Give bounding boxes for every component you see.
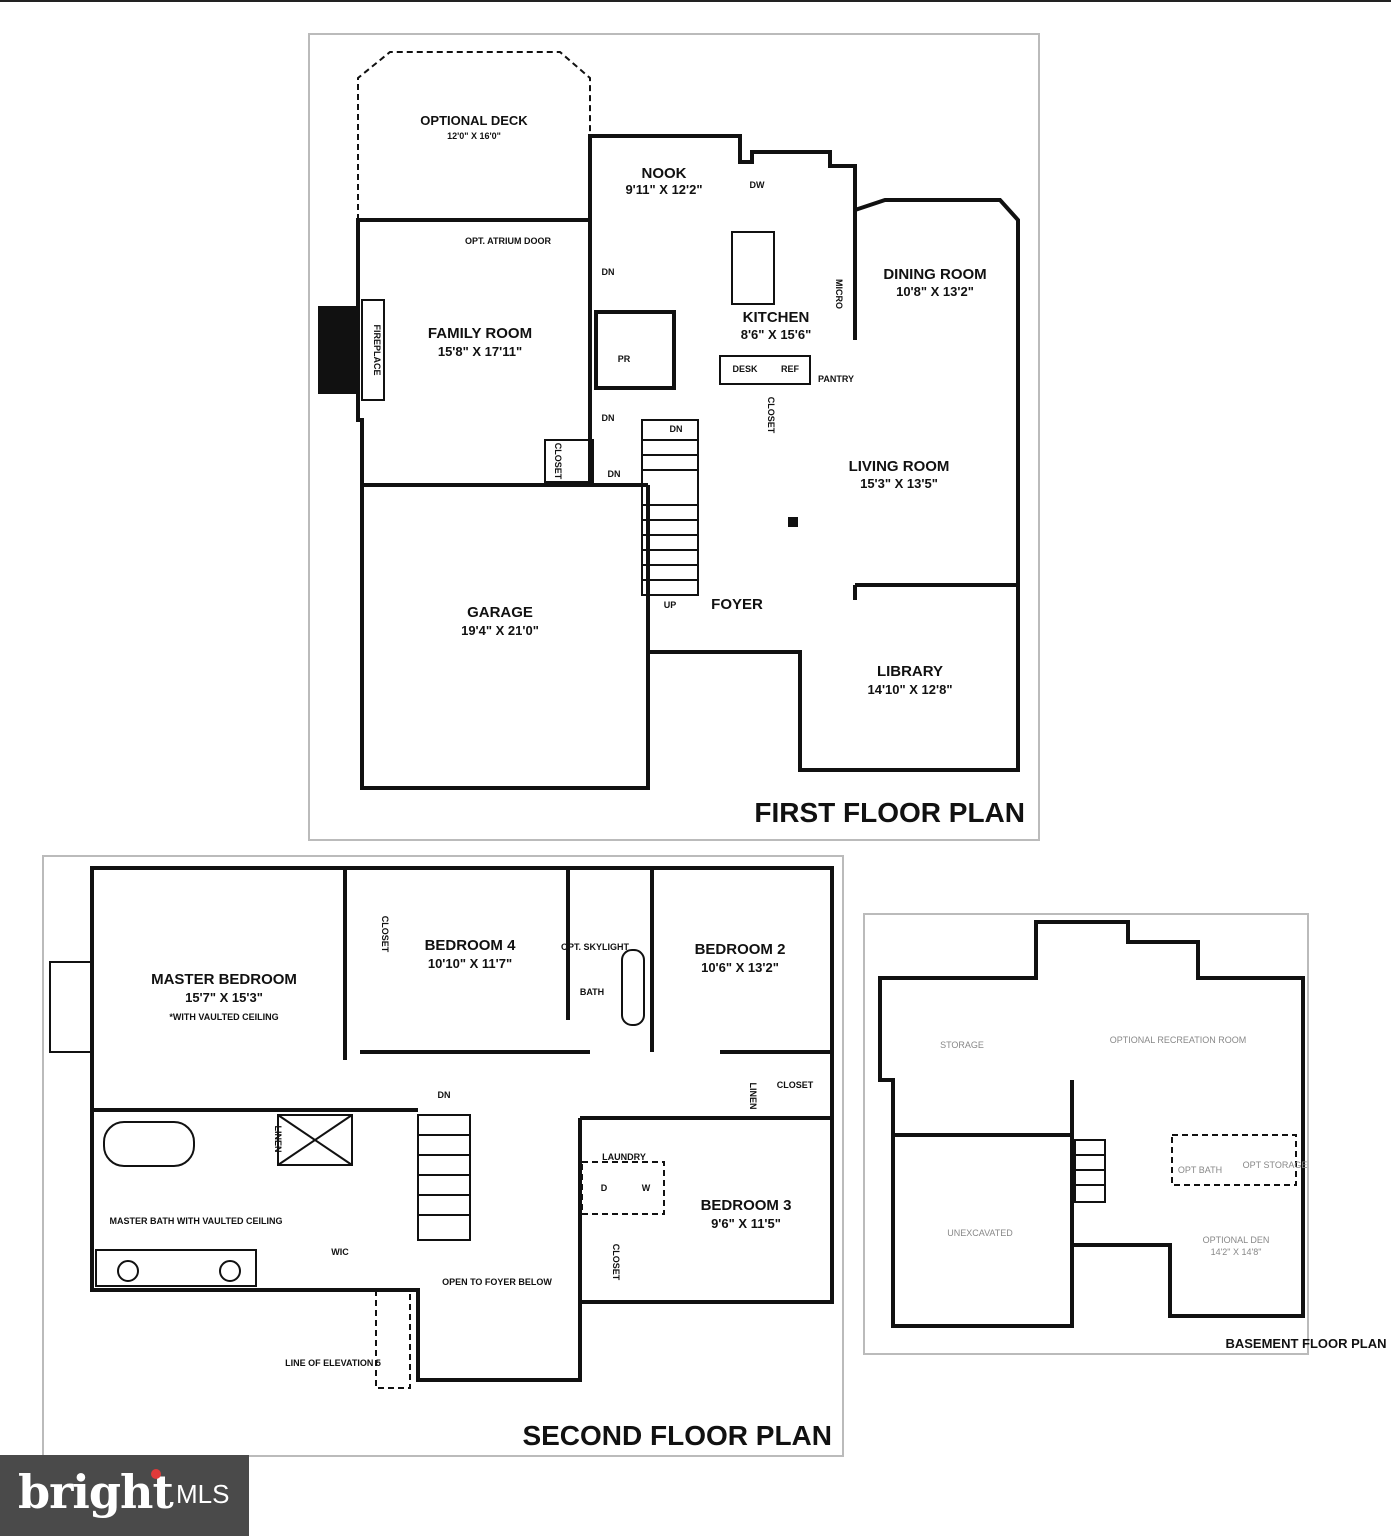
linen-label-2: LINEN — [748, 1083, 758, 1110]
down-label: DN — [602, 267, 615, 277]
dishwasher-label: DW — [750, 180, 765, 190]
deck-label: OPTIONAL DECK — [420, 113, 528, 128]
second-floor-plan: MASTER BEDROOM 15'7" X 15'3" *WITH VAULT… — [42, 855, 844, 1457]
elevation-label: LINE OF ELEVATION 5 — [285, 1358, 381, 1368]
bedroom-2-size: 10'6" X 13'2" — [701, 960, 779, 975]
basement-outline — [878, 920, 1305, 1328]
garage-size: 19'4" X 21'0" — [461, 623, 539, 638]
kitchen-label: KITCHEN — [743, 309, 810, 326]
brand-suffix: MLS — [176, 1479, 230, 1509]
open-to-foyer-label: OPEN TO FOYER BELOW — [442, 1277, 552, 1287]
laundry-label: LAUNDRY — [602, 1152, 646, 1162]
first-floor-plan: OPTIONAL DECK 12'0" X 16'0" NOOK 9'11" X… — [308, 33, 1040, 841]
fireplace-block — [318, 306, 358, 394]
master-bedroom-note: *WITH VAULTED CEILING — [169, 1012, 278, 1022]
washer-label: W — [642, 1183, 651, 1193]
basement-title: BASEMENT FLOOR PLAN — [1225, 1336, 1386, 1351]
wic-label: WIC — [331, 1247, 349, 1257]
down-label-2f: DN — [438, 1090, 451, 1100]
pantry-label: PANTRY — [818, 374, 854, 384]
skylight-label: OPT. SKYLIGHT — [561, 942, 630, 952]
second-floor-stairs — [417, 1114, 471, 1241]
first-floor-title: FIRST FLOOR PLAN — [754, 797, 1025, 828]
bath-label: BATH — [580, 987, 604, 997]
column — [788, 517, 798, 527]
desk-ref-counter — [719, 355, 811, 385]
down-label-2: DN — [602, 413, 615, 423]
nook-size: 9'11" X 12'2" — [625, 182, 702, 197]
atrium-label: OPT. ATRIUM DOOR — [465, 236, 551, 246]
foyer-label: FOYER — [711, 596, 763, 613]
fireplace-label: FIREPLACE — [372, 324, 382, 375]
bedroom-4-size: 10'10" X 11'7" — [428, 956, 512, 971]
garage-label: GARAGE — [467, 604, 533, 621]
basement-stairs — [1074, 1139, 1106, 1203]
closet-label-b3: CLOSET — [611, 1244, 621, 1281]
dining-room-label: DINING ROOM — [883, 266, 986, 283]
living-room-size: 15'3" X 13'5" — [860, 476, 938, 491]
first-floor-stairs — [641, 419, 699, 596]
closet-block — [544, 439, 594, 483]
sink-1 — [117, 1260, 139, 1282]
powder-room — [594, 310, 676, 390]
family-room-label: FAMILY ROOM — [428, 325, 532, 342]
first-floor-frame — [308, 33, 1040, 841]
den-size: 14'2" X 14'8" — [1211, 1247, 1262, 1257]
closet-label-b2: CLOSET — [777, 1080, 814, 1090]
shower — [277, 1114, 353, 1166]
bedroom-3-size: 9'6" X 11'5" — [711, 1216, 781, 1231]
powder-room-label: PR — [618, 354, 631, 364]
bright-mls-watermark: bright MLS — [0, 1455, 249, 1536]
nook-label: NOOK — [642, 165, 687, 182]
bath-vanity — [621, 949, 645, 1026]
library-label: LIBRARY — [877, 663, 943, 680]
master-bay — [49, 961, 93, 1053]
unexcavated-label: UNEXCAVATED — [947, 1228, 1013, 1238]
storage-label: STORAGE — [940, 1040, 984, 1050]
closet-label: CLOSET — [766, 397, 776, 434]
library-size: 14'10" X 12'8" — [867, 682, 952, 697]
tub — [103, 1121, 195, 1167]
down-label-3: DN — [608, 469, 621, 479]
kitchen-size: 8'6" X 15'6" — [741, 327, 812, 342]
family-room-size: 15'8" X 17'11" — [438, 344, 522, 359]
dining-room-size: 10'8" X 13'2" — [896, 284, 974, 299]
second-floor-outline — [90, 866, 834, 1382]
bedroom-3-label: BEDROOM 3 — [701, 1197, 792, 1214]
micro-label: MICRO — [834, 279, 844, 309]
kitchen-island — [731, 231, 775, 305]
ref-label: REF — [781, 364, 800, 374]
opt-bath-area — [1171, 1134, 1297, 1186]
master-bedroom-label: MASTER BEDROOM — [151, 971, 297, 988]
closet-label-2: CLOSET — [553, 443, 563, 480]
sink-2 — [219, 1260, 241, 1282]
dryer-label: D — [601, 1183, 608, 1193]
basement-floor-plan: STORAGE OPTIONAL RECREATION ROOM UNEXCAV… — [863, 913, 1387, 1355]
up-label: UP — [664, 600, 677, 610]
down-label-4: DN — [670, 424, 683, 434]
brand-accent-icon — [151, 1469, 161, 1479]
opt-storage-label: OPT STORAGE — [1243, 1160, 1308, 1170]
deck-size: 12'0" X 16'0" — [447, 131, 501, 141]
elevation-line — [375, 1290, 411, 1389]
master-bedroom-size: 15'7" X 15'3" — [185, 990, 263, 1005]
opt-bath-label: OPT BATH — [1178, 1165, 1222, 1175]
laundry-area — [581, 1161, 665, 1215]
bedroom-2-label: BEDROOM 2 — [695, 941, 786, 958]
closet-label-b4: CLOSET — [380, 916, 390, 953]
vanity — [95, 1249, 257, 1287]
rec-room-label: OPTIONAL RECREATION ROOM — [1110, 1035, 1247, 1045]
linen-label: LINEN — [273, 1126, 283, 1153]
first-floor-outline — [356, 134, 1020, 790]
den-label: OPTIONAL DEN — [1203, 1235, 1270, 1245]
master-bath-label: MASTER BATH WITH VAULTED CEILING — [110, 1216, 283, 1226]
living-room-label: LIVING ROOM — [849, 458, 950, 475]
second-floor-title: SECOND FLOOR PLAN — [522, 1420, 832, 1451]
bedroom-4-label: BEDROOM 4 — [425, 937, 517, 954]
brand-wordmark: bright — [18, 1465, 174, 1519]
desk-label: DESK — [732, 364, 758, 374]
fireplace-hearth — [361, 299, 385, 401]
